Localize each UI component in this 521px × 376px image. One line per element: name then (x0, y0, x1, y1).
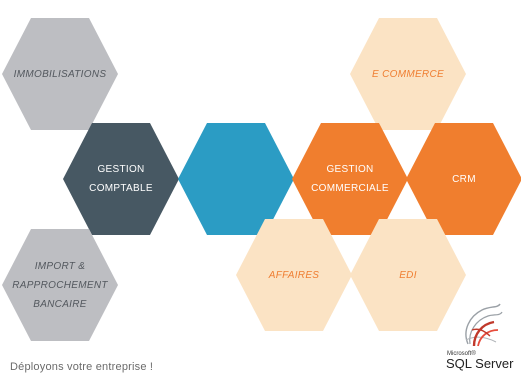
hex-affaires: AFFAIRES (236, 219, 352, 331)
hex-immobilisations-label: IMMOBILISATIONS (13, 68, 107, 80)
hex-immobilisations: IMMOBILISATIONS (2, 18, 118, 130)
hex-gestion-commerciale-label: GESTION COMMERCIALE (311, 164, 389, 194)
hex-import-rapprochement-bancaire-label: IMPORT & RAPPROCHEMENT BANCAIRE (12, 260, 108, 310)
hex-crm-label: CRM (452, 173, 476, 185)
sql-server-logo: Microsoft® SQL Server (446, 300, 516, 372)
logo-product: SQL Server (446, 356, 514, 371)
hex-gestion-comptable: GESTION COMPTABLE (63, 123, 179, 235)
sql-server-emblem-icon (465, 303, 503, 347)
hex-crm: CRM (406, 123, 521, 235)
hex-e-commerce: E COMMERCE (350, 18, 466, 130)
tagline: Déployons votre entreprise ! (10, 361, 154, 373)
hex-edi: EDI (350, 219, 466, 331)
hex-gestion-commerciale: GESTION COMMERCIALE (292, 123, 408, 235)
hex-affaires-label: AFFAIRES (268, 269, 320, 281)
hex-e-commerce-label: E COMMERCE (372, 68, 444, 80)
hex-gestion-comptable-label: GESTION COMPTABLE (89, 164, 153, 194)
hex-import-rapprochement-bancaire: IMPORT & RAPPROCHEMENT BANCAIRE (2, 229, 118, 341)
logo-brand: Microsoft® (447, 351, 476, 357)
hex-edi-label: EDI (399, 269, 417, 281)
hex-center (178, 123, 294, 235)
